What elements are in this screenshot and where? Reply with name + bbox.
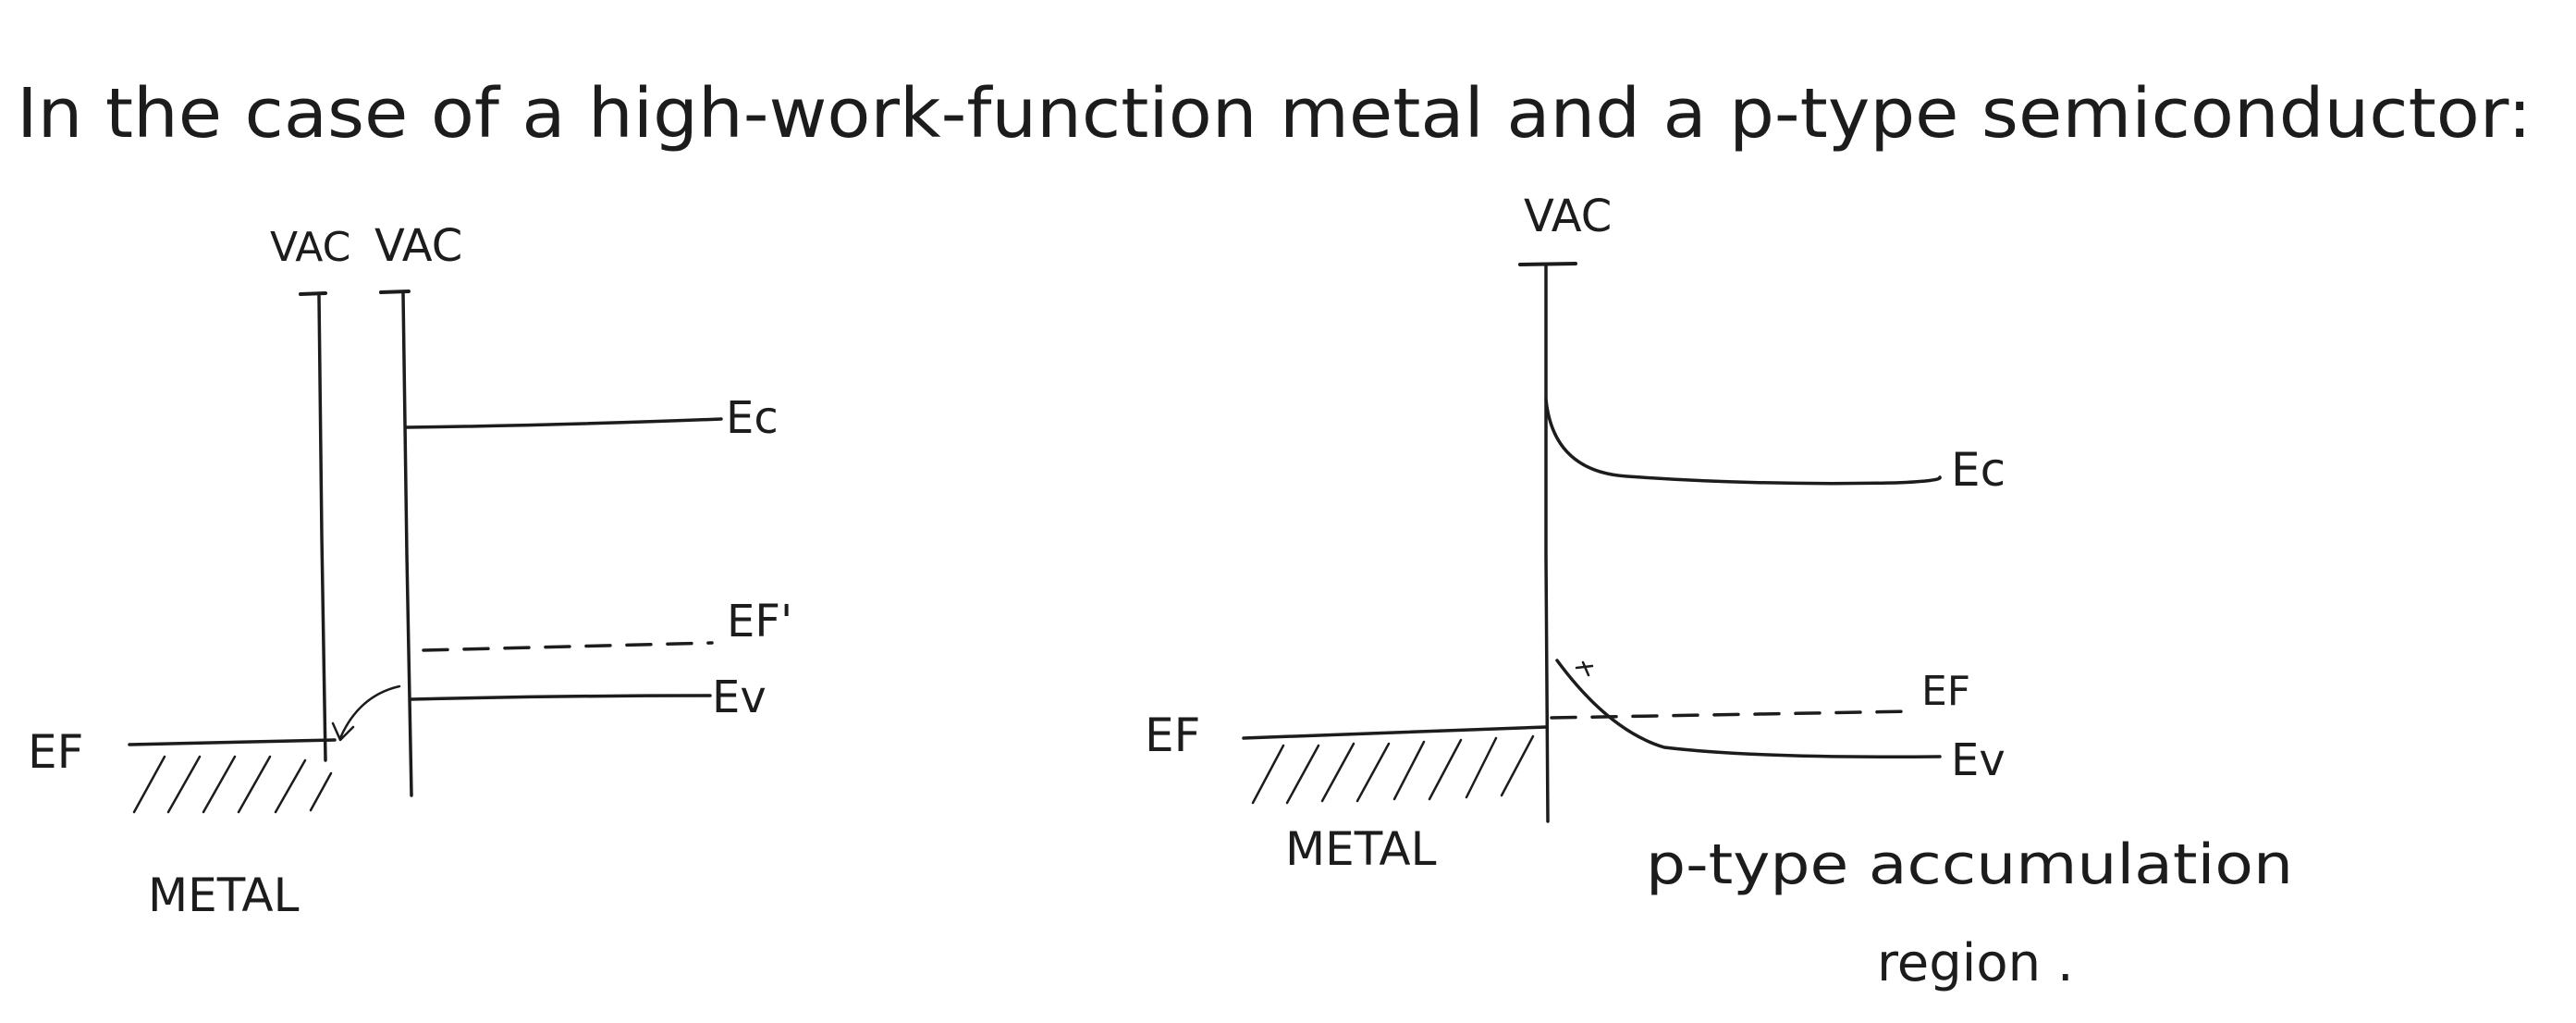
left-ev-label: Ev <box>712 672 767 723</box>
right-vac-label: VAC <box>1524 191 1612 242</box>
left-ev-line <box>410 694 712 701</box>
right-metal-hatching <box>1251 734 1535 805</box>
right-metal-label: METAL <box>1285 822 1437 876</box>
left-vac-semiconductor-label: VAC <box>374 220 462 272</box>
left-vac-metal-tick <box>299 291 327 296</box>
left-semiconductor-vertical <box>401 292 413 797</box>
right-diagram: VAC Ec EF Ev EF METAL p-type acc <box>1145 191 2293 993</box>
right-ec-label: Ec <box>1951 443 2006 497</box>
left-metal-hatching <box>132 755 333 814</box>
left-ec-label: Ec <box>726 392 779 444</box>
left-diagram: VAC VAC Ec EF' Ev EF META <box>28 220 792 922</box>
right-caption-line2: region . <box>1877 933 2074 993</box>
heading: In the case of a high-work-function meta… <box>17 74 2532 154</box>
left-ef-prime-line <box>422 641 714 652</box>
right-ef-metal-label: EF <box>1145 709 1200 762</box>
right-ev-curve <box>1555 659 1942 759</box>
right-ec-curve <box>1544 398 1942 486</box>
left-ef-prime-label: EF' <box>727 596 792 647</box>
left-metal-ef-line <box>128 738 337 746</box>
right-metal-ef-line <box>1242 725 1548 740</box>
right-ef-dashed-line <box>1550 709 1916 720</box>
left-metal-label: METAL <box>148 869 300 922</box>
left-vac-semiconductor-tick <box>379 290 411 294</box>
left-metal-vertical <box>317 294 327 762</box>
right-vac-tick <box>1518 262 1577 266</box>
left-ec-line <box>405 417 723 429</box>
right-interface-vertical <box>1544 263 1550 823</box>
left-ef-label: EF <box>28 725 83 779</box>
left-transfer-arrow <box>338 684 401 740</box>
right-caption-line1: p-type accumulation <box>1646 832 2293 897</box>
left-transfer-arrowhead <box>331 721 355 742</box>
right-ev-tick <box>1575 660 1594 677</box>
right-ev-label: Ev <box>1951 734 2006 786</box>
left-vac-metal-label: VAC <box>270 224 350 271</box>
right-ef-semiconductor-label: EF <box>1921 668 1970 715</box>
